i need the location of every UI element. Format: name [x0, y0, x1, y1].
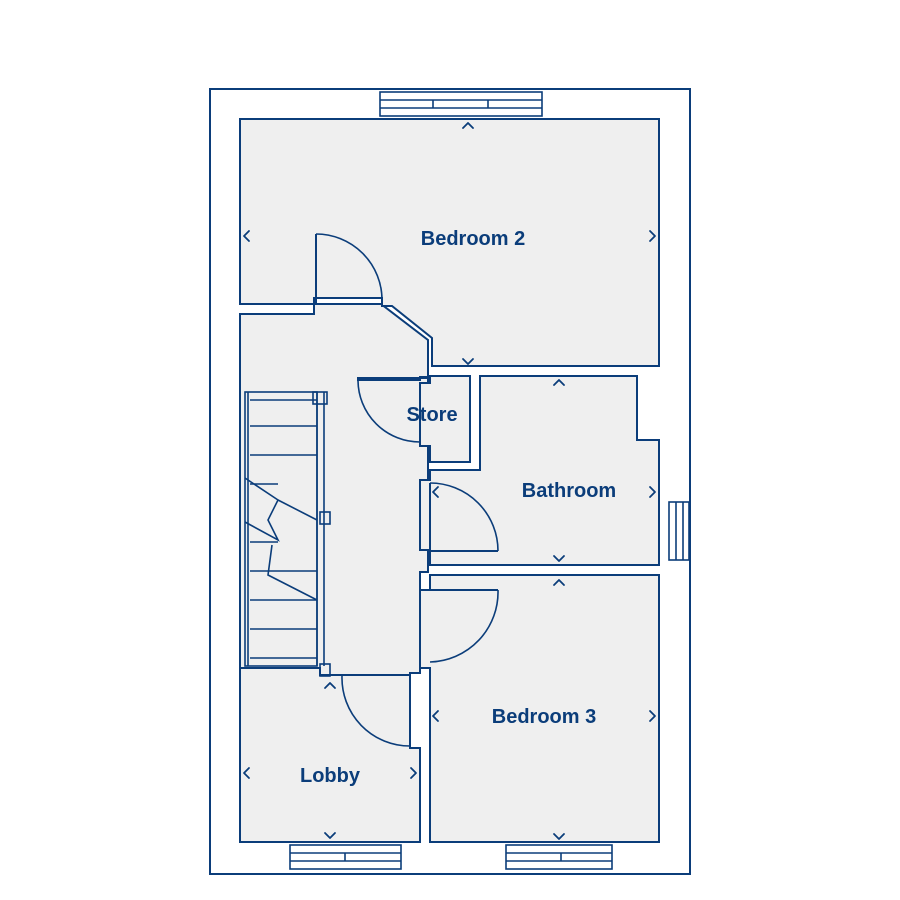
door-store: [357, 379, 421, 443]
window-bottom-bedroom-3: [505, 844, 613, 870]
door-bedroom-3: [429, 589, 499, 663]
window-bottom-lobby: [289, 844, 402, 870]
room-store: [419, 375, 471, 463]
label-bedroom-2: Bedroom 2: [421, 228, 525, 250]
door-bedroom-2: [315, 233, 383, 304]
staircase: [244, 391, 331, 677]
window-top: [379, 91, 543, 117]
room-bedroom-3: [419, 574, 660, 843]
door-bathroom: [429, 482, 499, 552]
label-bedroom-3: Bedroom 3: [492, 706, 596, 728]
label-store: Store: [406, 404, 457, 426]
room-lobby: [239, 667, 421, 843]
label-lobby: Lobby: [300, 765, 361, 787]
door-lobby: [341, 675, 411, 747]
window-right-bathroom: [668, 501, 690, 561]
outer-wall: [209, 88, 691, 875]
room-bedroom-2: [239, 118, 660, 367]
dimension-arrows: [243, 122, 656, 840]
label-bathroom: Bathroom: [522, 480, 616, 502]
